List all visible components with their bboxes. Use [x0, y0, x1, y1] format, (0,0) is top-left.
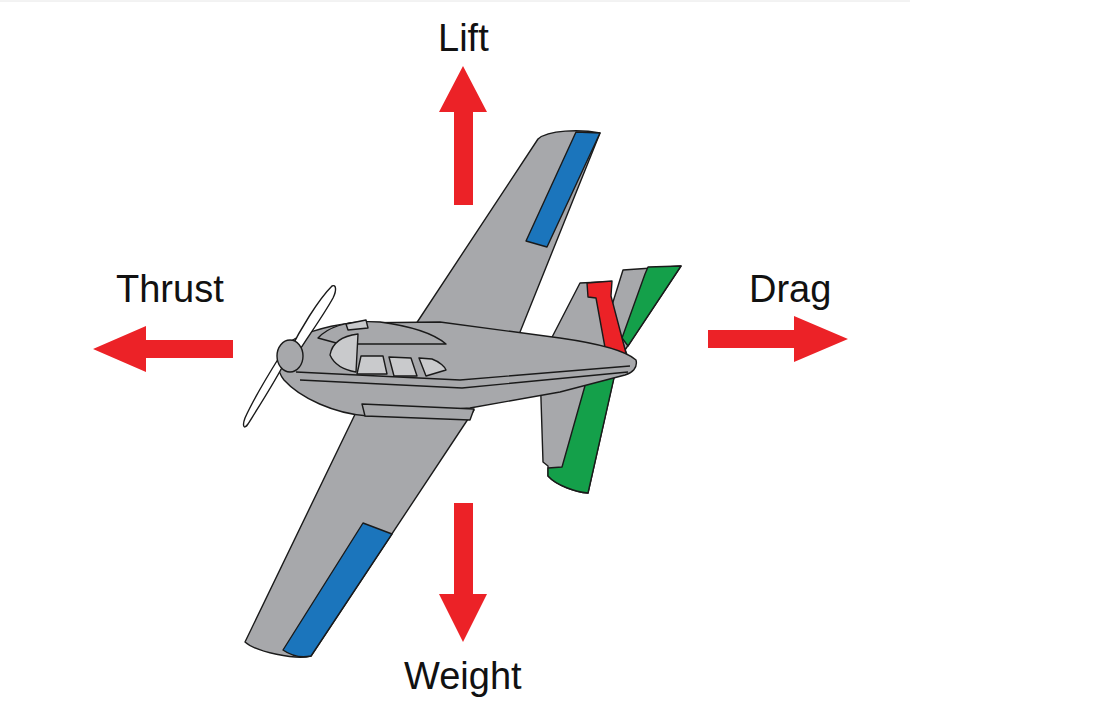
upper-elevator [622, 266, 681, 346]
spinner [277, 340, 303, 372]
fuselage [278, 322, 637, 416]
canopy [318, 322, 446, 344]
window [419, 358, 446, 376]
top-rule [0, 1, 910, 2]
window [389, 357, 417, 376]
cockpit-cap [346, 320, 368, 330]
fuselage-stripe [300, 372, 628, 388]
window [357, 356, 387, 374]
force-label: Drag [749, 270, 831, 308]
force-label: Lift [438, 19, 489, 57]
thrust-arrow [93, 326, 233, 372]
weight-arrow [439, 503, 487, 642]
wing-root [362, 404, 474, 420]
force-label: Thrust [116, 270, 224, 308]
upper-wing [412, 131, 600, 342]
force-label: Weight [404, 657, 522, 695]
lower-wing [245, 404, 474, 657]
windshield [330, 334, 358, 372]
lift-arrow [439, 66, 487, 205]
lower-aileron [283, 523, 392, 657]
upper-aileron [526, 132, 600, 247]
drag-arrow [708, 316, 848, 362]
